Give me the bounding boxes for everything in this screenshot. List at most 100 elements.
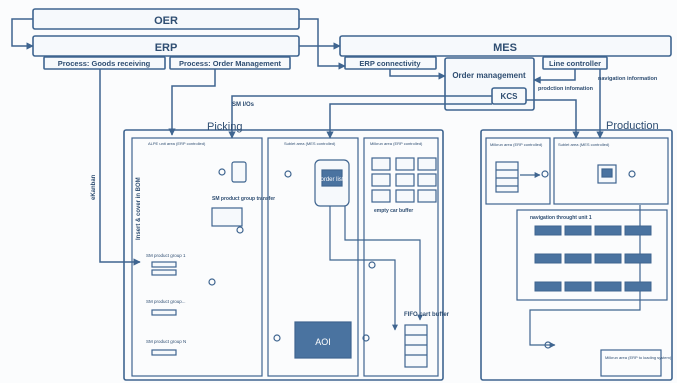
operator-icon bbox=[544, 341, 552, 349]
sm-group-1-shelf-2 bbox=[151, 269, 177, 276]
production-sublet-area bbox=[553, 137, 669, 205]
empty-cart-grid bbox=[371, 157, 437, 203]
navigation-unit-label: navigation throught unit 1 bbox=[530, 215, 592, 221]
line-controller-label: Line controller bbox=[549, 59, 601, 68]
alpe-area-label: ALPE unit area (ERP controlled) bbox=[148, 141, 206, 146]
cart-icon bbox=[371, 189, 391, 203]
ekanban-label: eKanban bbox=[91, 174, 97, 200]
cart-icon bbox=[417, 189, 437, 203]
picking-title: Picking bbox=[207, 121, 242, 133]
production-rack-icon bbox=[495, 161, 519, 193]
machine-block bbox=[624, 225, 652, 236]
order-management-label: Order management bbox=[452, 71, 526, 80]
erp-label: ERP bbox=[155, 42, 178, 54]
cart-icon bbox=[395, 189, 415, 203]
milkrun-area-frame bbox=[363, 137, 439, 377]
operator-figures bbox=[208, 168, 636, 349]
operator-icon bbox=[208, 278, 216, 286]
machine-block bbox=[624, 253, 652, 264]
empty-cart-buffer-label: empty car buffer bbox=[374, 208, 413, 214]
process-order-management-box bbox=[169, 56, 291, 70]
oer-erp-link bbox=[11, 18, 34, 50]
sm-group-1-shelf bbox=[151, 261, 177, 268]
milkrun-area-label: Milkrun area (ERP controlled) bbox=[370, 141, 423, 146]
picking-frame bbox=[123, 129, 444, 381]
aoi-label: AOI bbox=[315, 337, 331, 347]
machine-block bbox=[594, 253, 622, 264]
sublet-area-frame bbox=[267, 137, 359, 377]
production-sublet-area-label: Sublet area (MES controlled) bbox=[558, 142, 610, 147]
operator-icon bbox=[284, 170, 292, 178]
navigation-unit-frame bbox=[516, 209, 668, 301]
operator-icon bbox=[362, 334, 370, 342]
sm-group-n-shelf bbox=[151, 349, 177, 356]
cart-icon bbox=[371, 157, 391, 171]
cart-icon bbox=[417, 173, 437, 187]
process-goods-receiving-box bbox=[43, 56, 166, 70]
sm-ios-flow bbox=[228, 95, 492, 139]
machine-block bbox=[594, 281, 622, 292]
transfer-shelf-icon bbox=[211, 207, 243, 227]
operator-icon bbox=[541, 170, 549, 178]
fifo-cart-buffer-label: FIFO cart buffer bbox=[404, 312, 450, 318]
navigation-info-label: navigation information bbox=[598, 76, 658, 82]
order-screen-icon bbox=[321, 169, 343, 187]
insert-cover-bom-label: Insert & cover in BOM bbox=[136, 177, 142, 240]
machine-block bbox=[624, 281, 652, 292]
order-flow bbox=[326, 103, 492, 139]
oer-label: OER bbox=[154, 15, 178, 27]
production-title: Production bbox=[606, 120, 659, 132]
oer-mes-link bbox=[299, 18, 346, 70]
cart-icon bbox=[395, 157, 415, 171]
cart-icon bbox=[371, 173, 391, 187]
sm-ios-label: SM I/Os bbox=[232, 102, 255, 108]
fifo-buffer-rack bbox=[404, 324, 428, 368]
sm-group-dots-shelf bbox=[151, 309, 177, 316]
production-info-flow bbox=[526, 99, 580, 139]
erp-connectivity-label: ERP connectivity bbox=[359, 59, 421, 68]
operator-icon bbox=[273, 334, 281, 342]
production-milkrun-bottom-label: Milkrun area (ERP to loading system) bbox=[605, 355, 672, 360]
sublet-area-label: Sublet area (MES controlled) bbox=[284, 141, 336, 146]
operator-icon bbox=[218, 168, 226, 176]
order-device-label: order list bbox=[320, 177, 343, 183]
sm-group-1-label: SM product group 1 bbox=[146, 253, 186, 258]
production-terminal-screen bbox=[601, 168, 613, 178]
machine-block bbox=[534, 281, 562, 292]
production-milkrun-area-label: Milkrun area (ERP controlled) bbox=[490, 142, 543, 147]
machine-block bbox=[564, 281, 592, 292]
production-milkrun-bottom bbox=[600, 349, 662, 377]
sm-group-dots-label: SM product group... bbox=[146, 299, 186, 304]
operator-icon bbox=[236, 226, 244, 234]
machine-block bbox=[594, 225, 622, 236]
order-to-buffer-flow bbox=[329, 205, 398, 331]
process-order-management-label: Process: Order Management bbox=[179, 59, 282, 68]
sm-group-n-label: SM product group N bbox=[146, 339, 186, 344]
production-return-flow bbox=[529, 205, 641, 348]
sm-group-transfer-label: SM product group transfer bbox=[212, 196, 275, 202]
operator-icon bbox=[628, 170, 636, 178]
operator-icon bbox=[368, 261, 376, 269]
order-to-fifo-flow bbox=[344, 205, 423, 321]
aoi-box bbox=[294, 321, 352, 359]
process-goods-receiving-label: Process: Goods receiving bbox=[58, 59, 151, 68]
machine-block bbox=[534, 253, 562, 264]
alpe-area-frame bbox=[131, 137, 263, 377]
transfer-device-icon bbox=[231, 161, 247, 183]
line-controller-link bbox=[533, 69, 576, 84]
production-info-label: prodction infomation bbox=[538, 86, 594, 92]
machine-block bbox=[534, 225, 562, 236]
production-milkrun-area bbox=[485, 137, 551, 205]
kcs-label: KCS bbox=[501, 92, 519, 101]
navigation-machine-rows bbox=[534, 225, 652, 292]
machine-block bbox=[564, 253, 592, 264]
bom-flow bbox=[168, 69, 216, 136]
ekanban-flow bbox=[99, 69, 141, 266]
mes-label: MES bbox=[493, 42, 517, 54]
erp-connectivity-link bbox=[389, 69, 446, 80]
cart-icon bbox=[417, 157, 437, 171]
machine-block bbox=[564, 225, 592, 236]
cart-icon bbox=[395, 173, 415, 187]
